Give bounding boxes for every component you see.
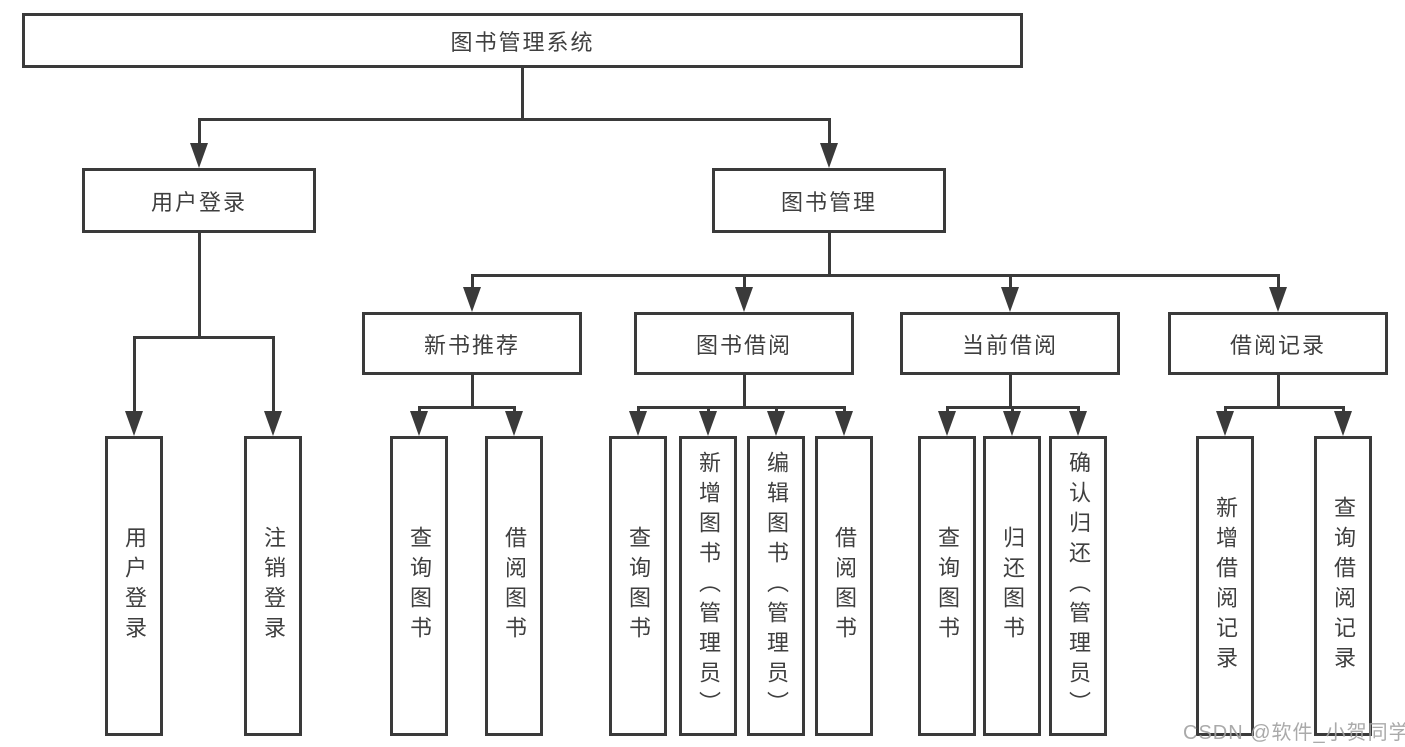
leaf-logout-label: 注销登录 (261, 526, 286, 646)
leaf-nb-borrow-label: 借阅图书 (502, 526, 527, 646)
connector-segment (197, 233, 201, 339)
connector-segment (271, 336, 275, 414)
leaf-cb-return: 归还图书 (983, 436, 1041, 736)
node-new-books-label: 新书推荐 (423, 332, 520, 358)
leaf-br-query-label: 查询借阅记录 (1331, 496, 1356, 676)
connector-segment (470, 274, 474, 290)
csdn-watermark: CSDN @软件_小贺同学 (1183, 722, 1405, 744)
arrow-down-icon (1216, 411, 1234, 436)
connector-segment (1008, 274, 1012, 290)
leaf-bb-query-label: 查询图书 (626, 526, 651, 646)
connector-segment (1223, 406, 1227, 414)
leaf-br-query: 查询借阅记录 (1314, 436, 1372, 736)
node-current-borrow-label: 当前借阅 (961, 332, 1058, 358)
connector-segment (827, 118, 831, 146)
connector-segment (636, 406, 846, 409)
connector-segment (945, 406, 949, 414)
leaf-cb-query-label: 查询图书 (935, 526, 960, 646)
node-book-management: 图书管理 (712, 168, 946, 233)
connector-segment (197, 118, 831, 121)
leaf-user-login-label: 用户登录 (122, 526, 147, 646)
connector-segment (132, 336, 136, 414)
connector-segment (827, 233, 831, 277)
arrow-down-icon (820, 143, 838, 168)
arrow-down-icon (767, 411, 785, 436)
node-root-label: 图书管理系统 (450, 29, 595, 55)
connector-segment (636, 406, 640, 414)
connector-segment (706, 406, 710, 414)
connector-segment (1276, 375, 1280, 409)
arrow-down-icon (125, 411, 143, 436)
connector-segment (1223, 406, 1345, 409)
leaf-bb-query: 查询图书 (609, 436, 667, 736)
connector-segment (1008, 375, 1012, 409)
connector-segment (470, 375, 474, 409)
arrow-down-icon (1003, 411, 1021, 436)
leaf-bb-edit: 编辑图书（管理员） (747, 436, 805, 736)
leaf-bb-borrow-label: 借阅图书 (832, 526, 857, 646)
connector-segment (1076, 406, 1080, 414)
arrow-down-icon (505, 411, 523, 436)
arrow-down-icon (1334, 411, 1352, 436)
arrow-down-icon (190, 143, 208, 168)
node-new-books: 新书推荐 (362, 312, 582, 375)
node-current-borrow: 当前借阅 (900, 312, 1120, 375)
connector-segment (197, 118, 201, 146)
leaf-bb-edit-label: 编辑图书（管理员） (764, 451, 789, 721)
arrow-down-icon (735, 287, 753, 312)
node-user-login-label: 用户登录 (150, 189, 247, 215)
leaf-cb-query: 查询图书 (918, 436, 976, 736)
arrow-down-icon (835, 411, 853, 436)
connector-segment (774, 406, 778, 414)
connector-segment (742, 375, 746, 409)
leaf-cb-return-label: 归还图书 (1000, 526, 1025, 646)
connector-segment (520, 68, 524, 121)
leaf-nb-query-label: 查询图书 (407, 526, 432, 646)
leaf-bb-add: 新增图书（管理员） (679, 436, 737, 736)
leaf-bb-add-label: 新增图书（管理员） (696, 451, 721, 721)
connector-segment (1010, 406, 1014, 414)
arrow-down-icon (463, 287, 481, 312)
arrow-down-icon (629, 411, 647, 436)
connector-segment (417, 406, 421, 414)
leaf-cb-confirm: 确认归还（管理员） (1049, 436, 1107, 736)
connector-segment (842, 406, 846, 414)
leaf-bb-borrow: 借阅图书 (815, 436, 873, 736)
node-borrow-records-label: 借阅记录 (1229, 332, 1326, 358)
node-user-login: 用户登录 (82, 168, 316, 233)
arrow-down-icon (699, 411, 717, 436)
connector-segment (470, 274, 1280, 277)
connector-segment (417, 406, 516, 409)
arrow-down-icon (938, 411, 956, 436)
leaf-br-add: 新增借阅记录 (1196, 436, 1254, 736)
connector-segment (742, 274, 746, 290)
node-book-borrow-label: 图书借阅 (695, 332, 792, 358)
arrow-down-icon (264, 411, 282, 436)
leaf-logout: 注销登录 (244, 436, 302, 736)
leaf-nb-query: 查询图书 (390, 436, 448, 736)
arrow-down-icon (1269, 287, 1287, 312)
leaf-br-add-label: 新增借阅记录 (1213, 496, 1238, 676)
connector-segment (1276, 274, 1280, 290)
node-book-borrow: 图书借阅 (634, 312, 854, 375)
connector-segment (132, 336, 275, 339)
connector-segment (512, 406, 516, 414)
arrow-down-icon (1001, 287, 1019, 312)
leaf-cb-confirm-label: 确认归还（管理员） (1066, 451, 1091, 721)
leaf-user-login: 用户登录 (105, 436, 163, 736)
connector-segment (1341, 406, 1345, 414)
node-root: 图书管理系统 (22, 13, 1023, 68)
node-book-management-label: 图书管理 (780, 189, 877, 215)
arrow-down-icon (1069, 411, 1087, 436)
node-borrow-records: 借阅记录 (1168, 312, 1388, 375)
leaf-nb-borrow: 借阅图书 (485, 436, 543, 736)
arrow-down-icon (410, 411, 428, 436)
